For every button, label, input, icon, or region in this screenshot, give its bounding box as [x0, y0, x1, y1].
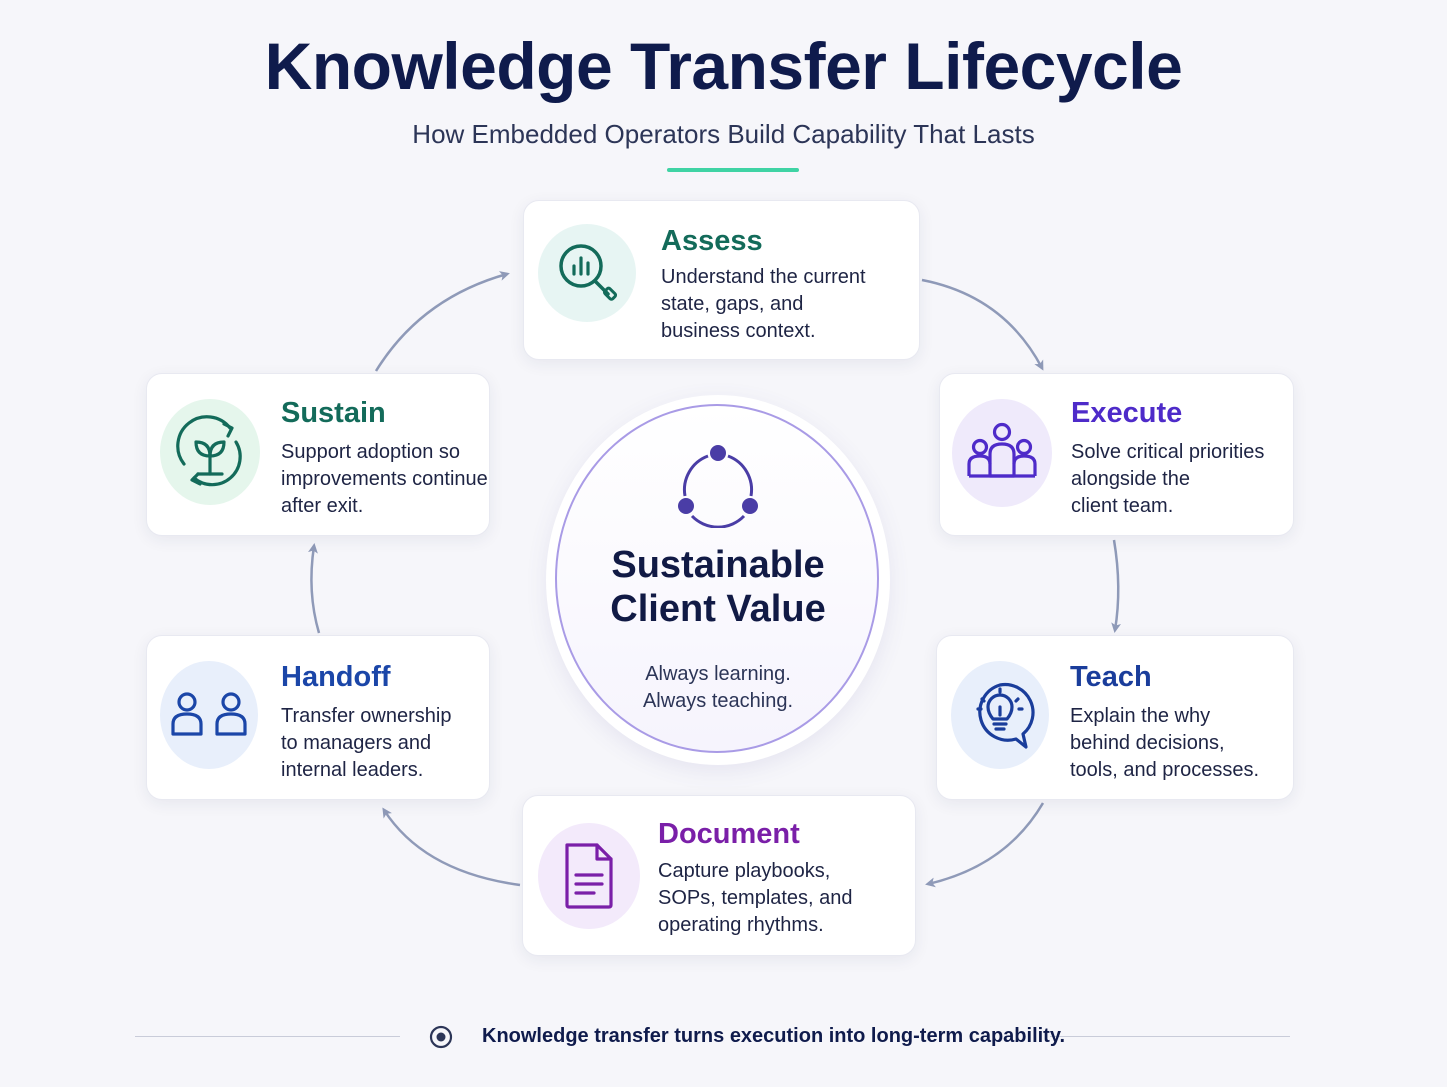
stage-title-teach: Teach — [1070, 661, 1152, 693]
magnifier-chart-icon — [538, 224, 636, 322]
stage-title-assess: Assess — [661, 225, 763, 257]
arrow-handoff-to-sustain — [308, 543, 321, 634]
center-ring — [555, 404, 879, 753]
arrow-sustain-to-assess — [374, 271, 510, 372]
plant-cycle-icon — [160, 399, 260, 505]
stage-title-execute: Execute — [1071, 397, 1183, 429]
lightbulb-speech-icon — [951, 661, 1049, 769]
arrow-execute-to-teach — [1111, 539, 1122, 633]
team-icon — [952, 399, 1052, 507]
arrow-document-to-handoff — [382, 807, 521, 887]
stage-desc-document: Capture playbooks, SOPs, templates, and … — [658, 860, 853, 936]
arrow-assess-to-execute — [921, 278, 1044, 371]
target-icon — [429, 1025, 453, 1049]
center-subtitle: Always learning. Always teaching. — [642, 663, 794, 712]
stage-title-handoff: Handoff — [281, 661, 391, 693]
stage-desc-assess: Understand the current state, gaps, and … — [661, 266, 866, 342]
center-title: Sustainable Client Value — [610, 544, 826, 630]
footer-divider-left — [135, 1036, 400, 1037]
stage-desc-teach: Explain the why behind decisions, tools,… — [1070, 705, 1259, 781]
cycle-nodes-icon — [668, 438, 768, 529]
page-title: Knowledge Transfer Lifecycle — [264, 29, 1183, 103]
title-underline — [667, 168, 799, 172]
document-icon — [538, 823, 640, 929]
arrow-teach-to-document — [925, 802, 1045, 888]
stage-desc-sustain: Support adoption so improvements continu… — [281, 441, 488, 517]
two-people-icon — [160, 661, 258, 769]
footer-divider-right — [1050, 1036, 1290, 1037]
stage-title-document: Document — [658, 818, 800, 850]
stage-desc-execute: Solve critical priorities alongside the … — [1071, 441, 1265, 517]
footer-caption: Knowledge transfer turns execution into … — [482, 1025, 1066, 1047]
stage-desc-handoff: Transfer ownership to managers and inter… — [281, 705, 452, 781]
page-subtitle: How Embedded Operators Build Capability … — [412, 119, 1035, 149]
stage-title-sustain: Sustain — [281, 397, 386, 429]
